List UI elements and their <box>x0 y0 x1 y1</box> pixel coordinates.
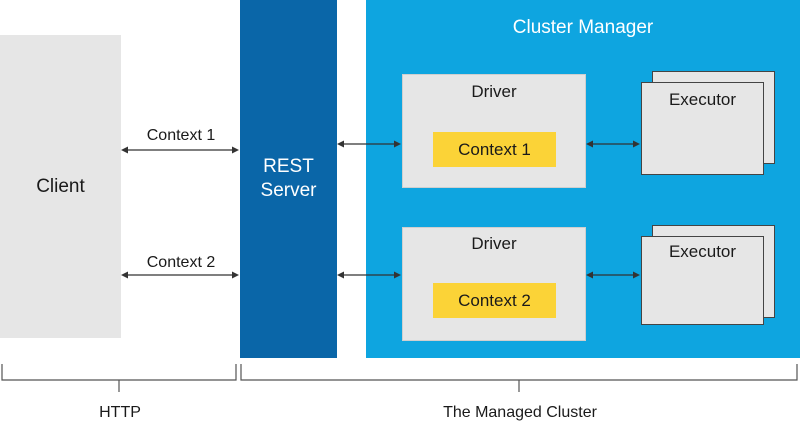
connection-label-2: Context 2 <box>138 252 224 274</box>
bracket-label-managed-cluster: The Managed Cluster <box>443 404 597 421</box>
executor-label-2: Executor <box>668 242 737 261</box>
driver-label-2: Driver <box>471 234 517 253</box>
arrow-context-2 <box>121 271 239 279</box>
driver-label-1: Driver <box>471 82 517 101</box>
rest-server-box: REST Server <box>240 0 337 358</box>
arrow-context-1 <box>121 146 239 154</box>
rest-server-label-line1: REST <box>263 156 314 177</box>
driver-context-2: Context 2 <box>433 283 556 318</box>
arrow-driver-executor-1 <box>586 140 640 148</box>
executor-box-1 <box>641 82 764 175</box>
driver-box-1 <box>402 74 586 188</box>
rest-server-label-line2: Server <box>260 180 317 201</box>
client-label: Client <box>36 175 85 197</box>
bracket-label-http: HTTP <box>99 404 141 421</box>
connection-label-1: Context 1 <box>138 125 224 147</box>
bracket-managed-cluster <box>240 364 798 392</box>
client-box: Client <box>0 35 121 338</box>
executor-label-1: Executor <box>668 90 737 109</box>
arrow-rest-driver-2 <box>337 271 401 279</box>
arrow-rest-driver-1 <box>337 140 401 148</box>
bracket-http <box>1 364 237 392</box>
arrow-driver-executor-2 <box>586 271 640 279</box>
driver-context-1: Context 1 <box>433 132 556 167</box>
executor-box-2 <box>641 236 764 325</box>
cluster-manager-title: Cluster Manager <box>512 17 654 38</box>
